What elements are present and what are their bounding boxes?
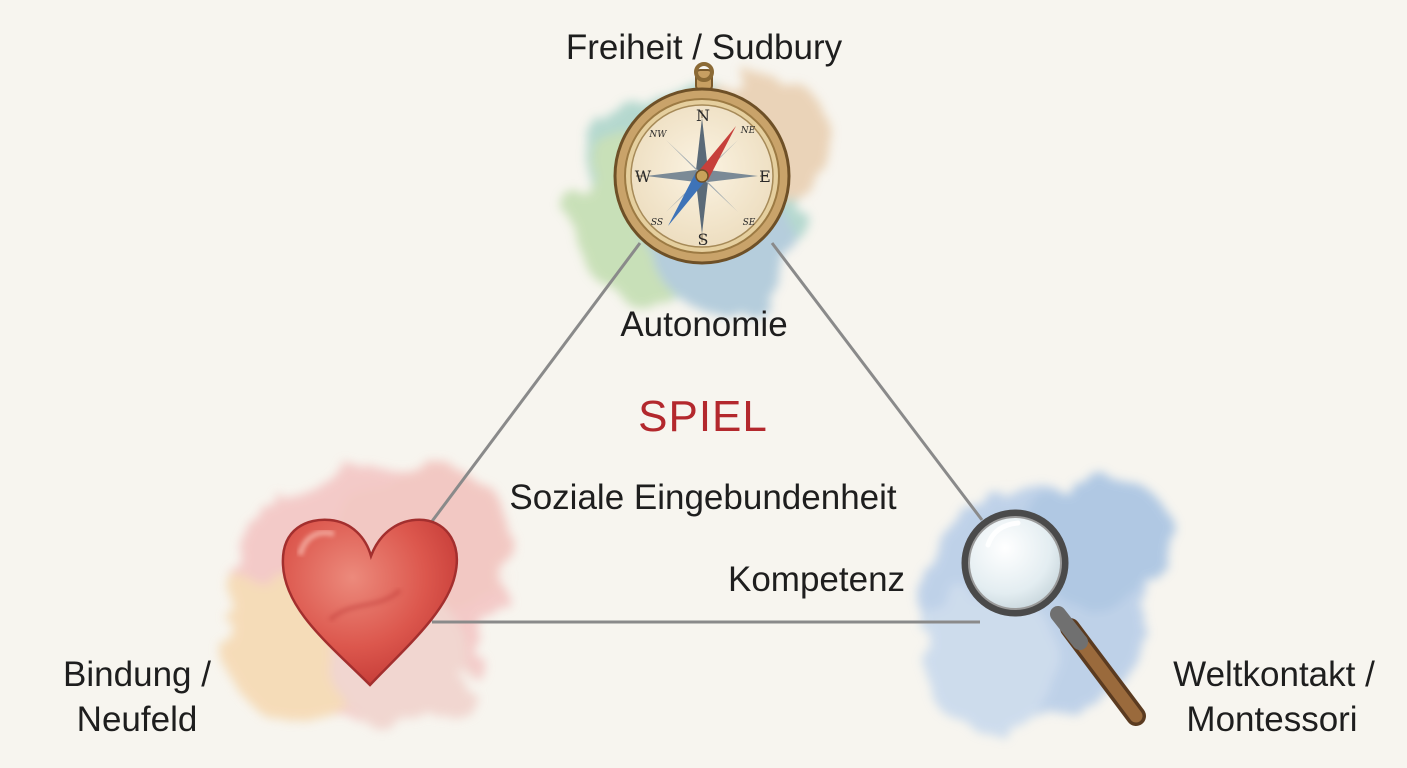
need-competence-label: Kompetenz	[728, 560, 906, 599]
corner-label-right-line1: Weltkontakt /	[1173, 655, 1375, 694]
compass-nw: NW	[648, 130, 667, 140]
heart-icon	[281, 518, 459, 687]
corner-label-right-line2: Montessori	[1186, 700, 1358, 739]
compass-s: S	[698, 230, 709, 249]
compass-w: W	[635, 167, 652, 186]
magnifying-glass-icon	[961, 509, 1146, 726]
compass-e: E	[759, 167, 771, 186]
compass-sw: SS	[651, 218, 663, 228]
compass-icon	[613, 62, 791, 265]
corner-label-top: Freiheit / Sudbury	[565, 28, 843, 67]
compass-n: N	[696, 106, 710, 125]
need-relatedness-label: Soziale Eingebundenheit	[509, 478, 897, 517]
triangle-lines	[425, 242, 984, 624]
compass-se: SE	[743, 218, 756, 228]
center-title: SPIEL	[638, 392, 768, 441]
compass-ne: NE	[740, 126, 756, 136]
corner-label-left-line2: Neufeld	[76, 700, 198, 739]
compass-letters: N S W E NW NE SS SE	[635, 106, 771, 249]
corner-label-left-line1: Bindung /	[63, 655, 211, 694]
need-autonomy-label: Autonomie	[620, 305, 788, 344]
